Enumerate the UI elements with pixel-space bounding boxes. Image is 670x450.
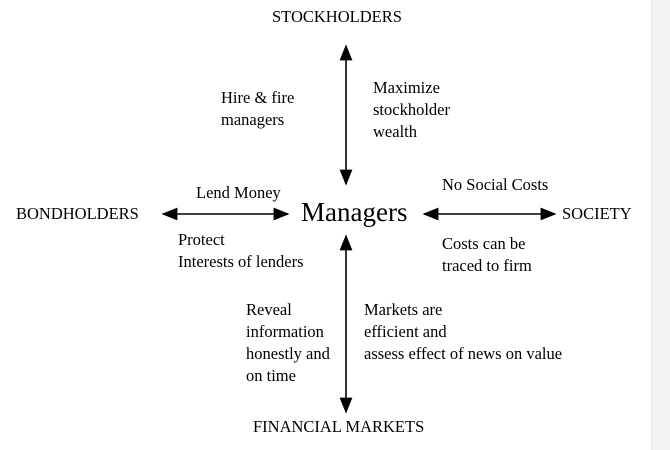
society-node: SOCIETY (562, 204, 632, 223)
label-costs-traced: Costs can be traced to firm (442, 234, 532, 275)
bondholders-node: BONDHOLDERS (16, 204, 139, 223)
label-reveal-information: Reveal information honestly and on time (246, 300, 330, 385)
managers-node: Managers (301, 197, 408, 227)
label-no-social-costs: No Social Costs (442, 175, 549, 194)
stockholders-node: STOCKHOLDERS (272, 7, 402, 26)
label-markets-efficient: Markets are efficient and assess effect … (364, 300, 563, 363)
label-lend-money: Lend Money (196, 183, 281, 202)
scroll-edge (651, 0, 670, 450)
label-hire-fire: Hire & fire managers (221, 88, 295, 129)
label-maximize-wealth: Maximize stockholder wealth (373, 78, 450, 141)
label-protect-lenders: Protect Interests of lenders (178, 230, 304, 271)
financial-markets-node: FINANCIAL MARKETS (253, 417, 425, 436)
